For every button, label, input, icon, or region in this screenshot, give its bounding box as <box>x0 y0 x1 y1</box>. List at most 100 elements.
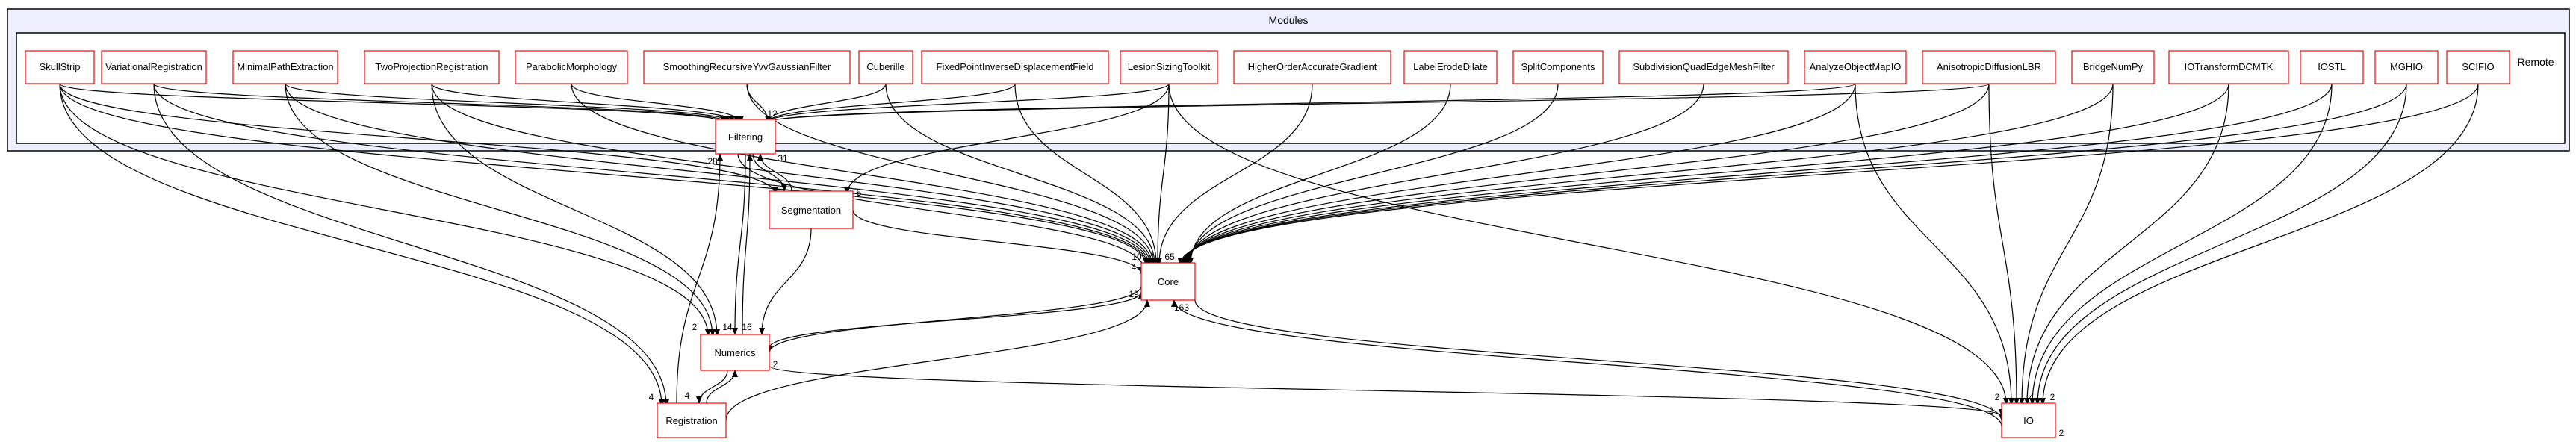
edge-to-core <box>1184 83 1856 265</box>
edge-to-core <box>153 83 1150 265</box>
remote-module-label: Cuberille <box>866 61 904 72</box>
remote-module-lesion-sizing-toolkit[interactable]: LesionSizingToolkit <box>1120 50 1218 84</box>
edge-io-core <box>1171 299 2002 427</box>
edge-count-label: 163 <box>1174 302 1189 313</box>
remote-cluster[interactable] <box>16 32 2566 144</box>
edge-count-label: 4 <box>1132 262 1137 273</box>
dependency-module-registration[interactable]: Registration <box>657 402 727 438</box>
edge-core-io <box>1194 299 2005 421</box>
edge-to-io <box>2029 83 2333 405</box>
edge-to-io <box>2024 83 2229 405</box>
edge-to-filtering <box>153 83 730 123</box>
edge-to-core <box>1177 83 2479 265</box>
dependency-module-label: Filtering <box>728 131 763 143</box>
edge-count-label: 28 <box>707 156 718 167</box>
edge-count-label: 4 <box>2029 392 2035 402</box>
remote-module-iostl[interactable]: IOSTL <box>2300 50 2364 84</box>
edge-registration-core <box>725 299 1150 421</box>
dependency-module-filtering[interactable]: Filtering <box>715 119 776 155</box>
edge-to-core <box>1183 83 1990 265</box>
remote-module-variational-registration[interactable]: VariationalRegistration <box>101 50 207 84</box>
dependency-module-io[interactable]: IO <box>2001 402 2056 438</box>
edge-to-segmentation <box>844 83 1170 195</box>
edge-to-io <box>1855 83 2014 405</box>
remote-module-label: AnalyzeObjectMapIO <box>1810 61 1902 72</box>
edge-registration-filtering <box>676 153 723 404</box>
edge-to-core <box>1179 83 2333 265</box>
edge-to-segmentation <box>59 83 778 195</box>
edge-filtering-numerics <box>732 153 746 335</box>
edge-count-label: 16 <box>742 322 752 332</box>
remote-module-minimal-path-extraction[interactable]: MinimalPathExtraction <box>232 50 338 84</box>
edge-to-core <box>1014 83 1159 265</box>
remote-module-anisotropic-diffusion-lbr[interactable]: AnisotropicDiffusionLBR <box>1922 50 2056 84</box>
remote-module-bridge-num-py[interactable]: BridgeNumPy <box>2071 50 2155 84</box>
remote-module-label: LesionSizingToolkit <box>1128 61 1211 72</box>
edge-count-label: 2 <box>1995 392 2000 402</box>
edge-count-label: 12 <box>767 108 778 119</box>
remote-module-label: VariationalRegistration <box>105 61 202 72</box>
dependency-module-core[interactable]: Core <box>1140 262 1196 301</box>
remote-module-label: LabelErodeDilate <box>1413 61 1488 72</box>
dependency-module-nodes: FilteringSegmentationCoreNumericsRegistr… <box>657 119 2056 438</box>
remote-module-parabolic-morphology[interactable]: ParabolicMorphology <box>515 50 628 84</box>
remote-module-higher-order-accurate-gradient[interactable]: HigherOrderAccurateGradient <box>1233 50 1391 84</box>
remote-module-subdivision-quad-edge-mesh-filter[interactable]: SubdivisionQuadEdgeMeshFilter <box>1618 50 1789 84</box>
remote-module-smoothing-recursive-yvv-gaussian-filter[interactable]: SmoothingRecursiveYvvGaussianFilter <box>643 50 851 84</box>
edge-to-numerics <box>59 83 711 337</box>
edge-to-filtering <box>285 83 735 123</box>
edge-numerics-io <box>769 365 2005 417</box>
edge-count-label: 5 <box>857 187 862 198</box>
edge-count-label: 4 <box>649 392 654 402</box>
edge-filtering-core <box>737 153 1147 271</box>
edge-filtering-segmentation <box>752 153 787 192</box>
edge-count-label: 2 <box>692 322 698 332</box>
edge-count-label: 10 <box>1132 252 1142 262</box>
remote-module-label: AnisotropicDiffusionLBR <box>1937 61 2041 72</box>
edge-to-core <box>285 83 1152 265</box>
remote-module-label: SCIFIO <box>2462 61 2494 72</box>
remote-module-skull-strip[interactable]: SkullStrip <box>25 50 95 84</box>
remote-module-fixed-point-inverse-displacement-field[interactable]: FixedPointInverseDisplacementField <box>921 50 1109 84</box>
remote-module-nodes: SkullStrip VariationalRegistration Minimal… <box>25 50 2510 84</box>
remote-module-label: SubdivisionQuadEdgeMeshFilter <box>1633 61 1775 72</box>
dependency-module-label: Segmentation <box>781 205 841 216</box>
edge-count-label: 14 <box>722 322 733 332</box>
remote-module-analyze-object-map-io[interactable]: AnalyzeObjectMapIO <box>1804 50 1907 84</box>
edge-to-core <box>1182 83 2114 265</box>
dependency-module-label: Numerics <box>715 347 756 358</box>
remote-module-split-components[interactable]: SplitComponents <box>1512 50 1604 84</box>
remote-module-label: IOSTL <box>2318 61 2346 72</box>
edge-to-core <box>1155 83 1170 265</box>
edge-to-core <box>1186 83 1559 265</box>
edge-count-label: 2 <box>2050 392 2055 402</box>
edge-to-filtering <box>765 83 1016 123</box>
dependency-module-numerics[interactable]: Numerics <box>700 334 770 371</box>
remote-cluster-label: Remote <box>2517 56 2554 68</box>
remote-module-label: ParabolicMorphology <box>526 61 618 72</box>
remote-module-io-transform-dcmtk[interactable]: IOTransformDCMTK <box>2168 50 2289 84</box>
edge-numerics-filtering <box>742 153 753 335</box>
modules-cluster-label: Modules <box>1269 14 1309 26</box>
dependency-module-label: Core <box>1158 276 1179 287</box>
remote-module-two-projection-registration[interactable]: TwoProjectionRegistration <box>364 50 500 84</box>
edge-to-core <box>1179 83 2407 265</box>
dependency-module-label: Registration <box>665 415 717 426</box>
edge-segmentation-filtering <box>757 153 792 192</box>
edge-count-label: 4 <box>685 390 690 401</box>
remote-module-mghio[interactable]: MGHIO <box>2374 50 2439 84</box>
edge-count-label: 2 <box>773 359 778 370</box>
edge-numerics-core <box>769 291 1144 349</box>
remote-module-cuberille[interactable]: Cuberille <box>858 50 913 84</box>
edge-to-filtering <box>431 83 739 123</box>
remote-module-scifio[interactable]: SCIFIO <box>2446 50 2510 84</box>
edge-to-core <box>431 83 1153 265</box>
dependency-module-label: IO <box>2023 415 2034 426</box>
dependency-module-segmentation[interactable]: Segmentation <box>769 190 854 229</box>
remote-module-label: FixedPointInverseDisplacementField <box>937 61 1094 72</box>
dependency-edges <box>59 83 2479 427</box>
edge-to-filtering <box>765 83 1170 123</box>
remote-module-label-erode-dilate[interactable]: LabelErodeDilate <box>1403 50 1498 84</box>
